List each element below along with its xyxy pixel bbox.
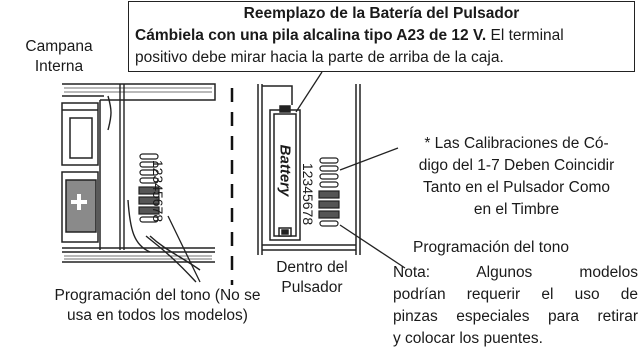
- pushbutton-housing: [257, 84, 361, 255]
- calibration-note-line2: digo del 1-7 Deben Coincidir: [418, 157, 615, 174]
- label-prog-tone: Programación del tono: [413, 239, 569, 256]
- callout-line2: positivo debe mirar hacia la parte de ar…: [135, 49, 504, 66]
- label-dentro-line1: Dentro del: [276, 259, 348, 276]
- component-upper: [69, 117, 93, 159]
- chime-housing: [61, 83, 216, 263]
- callout-box: [128, 1, 635, 72]
- label-prog-left-line1: Programación del tono (No se: [54, 287, 261, 304]
- label-prog-left-line2: usa en todos los modelos): [67, 307, 248, 324]
- callout-title: Reemplazo de la Batería del Pulsador: [243, 5, 520, 22]
- right-jumper-block: [318, 157, 340, 227]
- label-prog-left: Programación del tono (No se usa en todo…: [0, 286, 315, 326]
- battery-label: Battery: [276, 144, 294, 197]
- nota-line2: podrían requerir el uso de: [393, 286, 638, 303]
- label-campana: Campana Interna: [0, 37, 118, 77]
- callout-line1: Cámbiela con una pila alcalina tipo A23 …: [135, 27, 564, 45]
- callout-line1-rest: El terminal: [486, 27, 564, 44]
- label-dentro-line2: Pulsador: [281, 279, 343, 296]
- calibration-note-line3: Tanto en el Pulsador Como: [423, 179, 610, 196]
- wires: [107, 84, 201, 283]
- housing-hatching: [64, 87, 212, 260]
- nota-line3: pinzas especiales para retirar: [393, 308, 638, 325]
- leader-lines: [167, 147, 406, 283]
- label-campana-line1: Campana: [25, 38, 93, 55]
- callout-line1-bold: Cámbiela con una pila alcalina tipo A23 …: [135, 27, 487, 44]
- calibration-note-line1: * Las Calibraciones de Có-: [424, 135, 609, 152]
- nota-line1: Nota: Algunos modelos: [393, 264, 638, 281]
- switch-numbers-right: 12345678: [300, 162, 316, 226]
- battery-leader: [295, 71, 323, 113]
- calibration-note-line4: en el Timbre: [473, 201, 560, 218]
- left-jumper-block: [138, 153, 160, 223]
- plus-component: [65, 179, 97, 233]
- label-campana-line2: Interna: [34, 58, 84, 75]
- switch-numbers-left: 12345678: [150, 159, 166, 223]
- calibration-note: * Las Calibraciones de Có- digo del 1-7 …: [395, 133, 638, 221]
- nota-line4: y colocar los puentes.: [393, 330, 543, 347]
- battery-shape: [269, 105, 301, 241]
- label-dentro: Dentro del Pulsador: [262, 258, 362, 298]
- nota-text: Nota: Algunos modelos podrían requerir e…: [393, 262, 638, 350]
